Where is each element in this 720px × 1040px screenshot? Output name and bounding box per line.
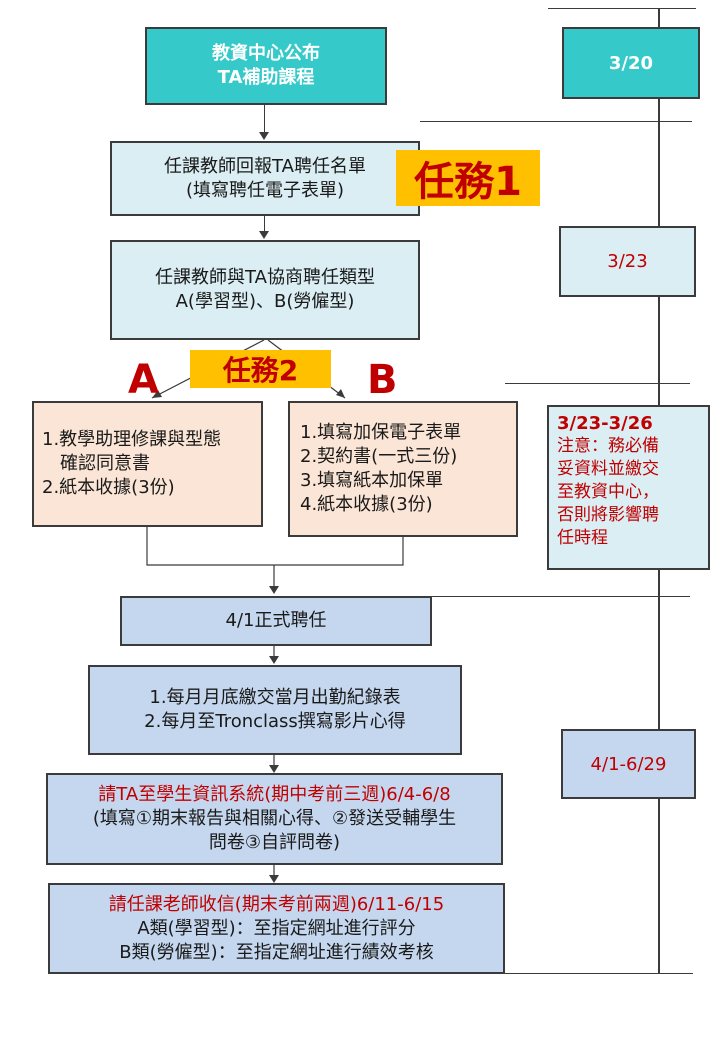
step-text: 4/1正式聘任 xyxy=(225,610,327,631)
note-text: 注意：務必備 xyxy=(557,436,659,456)
step-teacher-evaluation: 請任課老師收信(期末考前兩週)6/11-6/15 A類(學習型)：至指定網址進行… xyxy=(48,883,505,974)
branch-label-a: A xyxy=(128,357,159,403)
step-text: A(學習型)、B(勞僱型) xyxy=(175,291,355,312)
connector xyxy=(264,104,265,134)
step-report-hire-list: 任課教師回報TA聘任名單 (填寫聘任電子表單) xyxy=(110,141,420,216)
step-official-hire: 4/1正式聘任 xyxy=(120,596,432,646)
note-text: 否則將影響聘 xyxy=(557,505,659,525)
timeline-top-rule xyxy=(548,8,696,9)
note-text: 妥資料並繳交 xyxy=(557,459,659,479)
step-text: 問卷③自評問卷) xyxy=(208,832,341,853)
task-1-badge: 任務1 xyxy=(396,150,540,206)
timeline-rule-2 xyxy=(505,383,690,384)
step-text: 1.每月月底繳交當月出勤紀錄表 xyxy=(149,687,401,708)
arrow-down xyxy=(259,231,269,239)
step-text: (填寫①期末報告與相關心得、②發送受輔學生 xyxy=(92,808,457,829)
step-text: 教資中心公布 xyxy=(212,43,320,64)
step-text: A類(學習型)：至指定網址進行評分 xyxy=(137,917,416,939)
task-2-badge: 任務2 xyxy=(190,350,331,388)
step-heading: 請任課老師收信(期末考前兩週)6/11-6/15 xyxy=(108,893,445,915)
arrow-down xyxy=(259,132,269,140)
item-text: 3.填寫紙本加保單 xyxy=(300,470,444,491)
box-type-b-documents: 1.填寫加保電子表單 2.契約書(一式三份) 3.填寫紙本加保單 4.紙本收據(… xyxy=(288,401,518,537)
step-heading: 請TA至學生資訊系統(期中考前三週)6/4-6/8 xyxy=(98,784,451,805)
box-type-a-documents: 1.教學助理修課與型態 確認同意書 2.紙本收據(3份) xyxy=(32,401,263,527)
item-text: 確認同意書 xyxy=(60,453,150,474)
date-title: 3/23-3/26 xyxy=(557,413,653,434)
step-text: (填寫聘任電子表單) xyxy=(185,179,345,201)
date-3-23-3-26: 3/23-3/26 注意：務必備 妥資料並繳交 至教資中心， 否則將影響聘 任時… xyxy=(547,405,710,570)
branch-label-b: B xyxy=(367,357,398,403)
step-text: 任課教師回報TA聘任名單 xyxy=(164,155,366,177)
step-negotiate-type: 任課教師與TA協商聘任類型 A(學習型)、B(勞僱型) xyxy=(110,240,420,340)
step-student-system: 請TA至學生資訊系統(期中考前三週)6/4-6/8 (填寫①期末報告與相關心得、… xyxy=(46,773,503,865)
connector xyxy=(264,215,265,233)
date-3-20: 3/20 xyxy=(562,27,700,99)
date-3-23: 3/23 xyxy=(559,226,696,297)
timeline-rule-3 xyxy=(432,596,690,597)
timeline-rule-4 xyxy=(505,973,693,974)
step-text: 任課教師與TA協商聘任類型 xyxy=(155,267,375,288)
step-text: 2.每月至Tronclass撰寫影片心得 xyxy=(144,711,406,732)
step-announce-courses: 教資中心公布 TA補助課程 xyxy=(145,27,387,105)
item-text: 4.紙本收據(3份) xyxy=(300,494,433,515)
item-text: 2.契約書(一式三份) xyxy=(300,446,458,467)
timeline-rule-1 xyxy=(420,121,692,122)
date-4-1-6-29: 4/1-6/29 xyxy=(561,729,696,799)
step-text: B類(勞僱型)：至指定網址進行績效考核 xyxy=(119,941,434,963)
step-monthly-tasks: 1.每月月底繳交當月出勤紀錄表 2.每月至Tronclass撰寫影片心得 xyxy=(88,665,462,755)
note-text: 任時程 xyxy=(557,528,608,548)
item-text: 2.紙本收據(3份) xyxy=(42,477,175,498)
step-text: TA補助課程 xyxy=(217,67,315,88)
item-text: 1.教學助理修課與型態 xyxy=(42,429,222,450)
note-text: 至教資中心， xyxy=(557,482,659,502)
item-text: 1.填寫加保電子表單 xyxy=(300,422,462,443)
